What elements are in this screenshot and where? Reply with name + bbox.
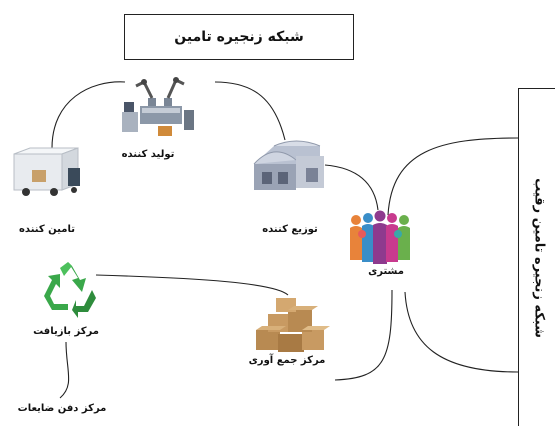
manufacturer-label: تولید کننده: [121, 149, 175, 160]
diagram-title: شبکه زنجیره تامین: [174, 29, 304, 45]
competitor-side-box: [518, 88, 555, 426]
link-distributor-customer: [324, 164, 379, 211]
collection-center-label: مرکز جمع آوری: [248, 355, 326, 366]
distributor-label: توزیع کننده: [262, 224, 318, 235]
boxes-icon: [256, 298, 330, 352]
link-manufacturer-distributor: [214, 81, 286, 141]
link-customer-competitor-top: [387, 137, 519, 216]
link-customer-collection: [334, 289, 393, 381]
warehouse-icon: [253, 140, 324, 190]
recycling-center-label: مرکز بازیافت: [33, 326, 99, 337]
people-group-icon: [350, 210, 410, 264]
link-recycling-collection: [95, 274, 289, 296]
supplier-label: تامین کننده: [19, 224, 75, 235]
landfill-center-label: مرکز دفن ضایعات: [17, 403, 107, 414]
delivery-truck-icon: [13, 147, 80, 196]
link-supplier-manufacturer: [51, 81, 126, 149]
factory-robot-icon: [122, 77, 194, 136]
link-recycling-landfill: [59, 341, 70, 399]
recycle-icon: [44, 262, 96, 318]
title-box: شبکه زنجیره تامین: [124, 14, 354, 60]
competitor-network-title: شبکه زنجیره تامین رقیب: [531, 178, 547, 338]
customer-label: مشتری: [368, 266, 404, 277]
link-customer-competitor-bottom: [404, 291, 519, 373]
